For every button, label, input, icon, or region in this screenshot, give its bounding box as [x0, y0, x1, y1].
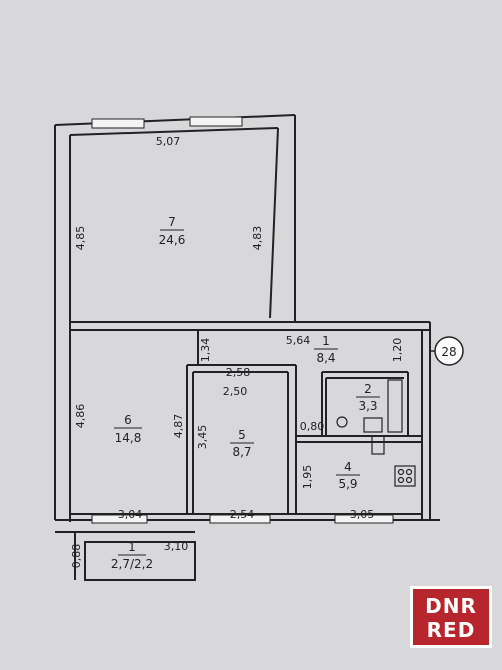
room-4-area: 5,9: [338, 477, 357, 491]
room-5-area: 8,7: [232, 445, 251, 459]
watermark-logo: DNR RED: [410, 586, 492, 648]
windows: [91, 116, 394, 524]
dim-balcony-width: 3,10: [164, 540, 189, 553]
room-1-area: 8,4: [316, 351, 335, 365]
dim-room2-width: 0,80: [300, 420, 325, 433]
room-7-area: 24,6: [159, 233, 186, 247]
room-5-number: 5: [238, 428, 246, 442]
dim-left-lower: 4,86: [74, 404, 87, 429]
room-2-area: 3,3: [358, 399, 377, 413]
dim-room7-right: 4,83: [251, 226, 264, 251]
room-2-number: 2: [364, 382, 372, 396]
watermark-line-1: DNR: [425, 594, 477, 618]
dim-left-upper: 4,85: [74, 226, 87, 251]
fixtures: [336, 379, 416, 487]
room-7-number: 7: [168, 215, 176, 229]
room-6-number: 6: [124, 413, 132, 427]
dim-stub: 1,34: [199, 338, 212, 363]
dim-room6-right: 4,87: [172, 414, 185, 439]
room-4-number: 4: [344, 460, 352, 474]
dim-balcony-depth: 0,88: [70, 544, 83, 569]
building-number: 28: [441, 345, 456, 359]
dim-corridor-width: 5,64: [286, 334, 311, 347]
dim-bottom-room5: 2,54: [230, 508, 255, 521]
room-1-number: 1: [322, 334, 330, 348]
dim-top-width: 5,07: [156, 135, 181, 148]
room-labels: 7 24,6 1 8,4 2 3,3 6 14,8 5 8,7 4 5,9 1 …: [111, 215, 380, 571]
dim-room5-top-inner: 2,50: [223, 385, 248, 398]
dim-room5-left: 3,45: [196, 425, 209, 450]
dim-room4-left: 1,95: [301, 465, 314, 490]
dim-corridor-side: 1,20: [391, 338, 404, 363]
watermark-line-2: RED: [426, 618, 476, 642]
dim-room5-top-outer: 2,58: [226, 366, 251, 379]
balcony-number: 1: [128, 540, 136, 554]
dimension-labels: 5,07 4,85 4,83 5,64 1,20 1,34 2,58 2,50 …: [70, 135, 404, 568]
dim-bottom-room6: 3,04: [118, 508, 143, 521]
dim-bottom-room4: 3,05: [350, 508, 375, 521]
balcony-area: 2,7/2,2: [111, 557, 153, 571]
room-6-area: 14,8: [115, 431, 142, 445]
